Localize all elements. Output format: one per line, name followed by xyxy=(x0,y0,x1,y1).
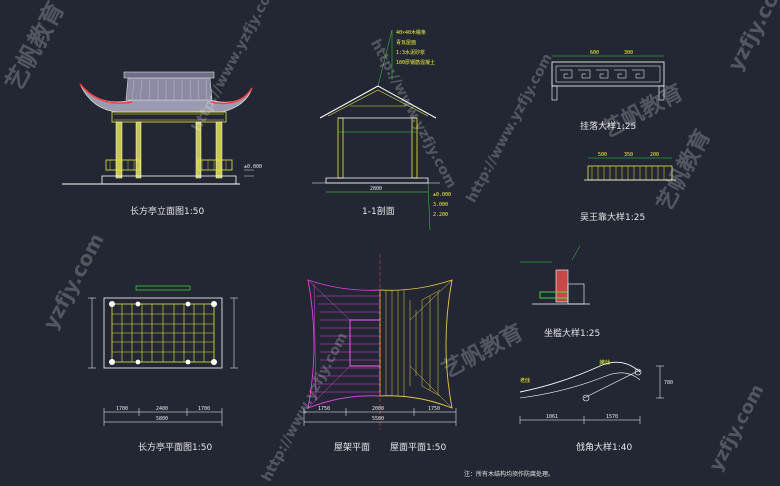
caption-hanging: 挂落大样1:25 xyxy=(580,120,636,132)
watermark-cn-4: 艺帆教育 xyxy=(438,319,528,383)
plan-dim-total: 5800 xyxy=(156,416,168,422)
section-note-2: 青瓦屋面 xyxy=(396,39,416,46)
plan-dim-2: 2400 xyxy=(156,406,168,412)
corner-note-1: 嫩戗 xyxy=(600,359,610,366)
bench-dim-3: 200 xyxy=(650,152,659,158)
watermark-cn-3: 艺帆教育 xyxy=(652,125,716,215)
corner-dim-2: 1570 xyxy=(606,414,618,420)
elev-level-label: ±0.000 xyxy=(244,164,262,170)
section-level-1: ±0.000 xyxy=(433,192,451,198)
plan-dim-1: 1700 xyxy=(116,406,128,412)
watermark-cn-2: 艺帆教育 xyxy=(598,79,688,143)
bench-dim-1: 500 xyxy=(598,152,607,158)
corner-drawing: 嫩戗 老戗 1061 1570 780 xyxy=(519,359,673,424)
plan-dim-3: 1700 xyxy=(198,406,210,412)
watermark-short-2: yzfjy.com xyxy=(723,0,780,75)
roof-dim-1: 1750 xyxy=(318,406,330,412)
caption-bench: 吴王靠大样1:25 xyxy=(580,211,645,223)
section-drawing: 2800 40×40木椽条 青瓦屋面 1:3水泥砂浆 100厚钢筋混凝土 ±0.… xyxy=(312,29,451,231)
caption-elevation: 长方亭立面图1:50 xyxy=(130,205,204,217)
bench-dim-2: 350 xyxy=(624,152,633,158)
corner-dim-side: 780 xyxy=(664,380,673,386)
roof-dim-total: 5500 xyxy=(372,416,384,422)
roof-plan-drawing: 1750 2000 1750 5500 xyxy=(303,254,457,430)
plan-drawing: 1700 2400 1700 5800 xyxy=(88,285,238,426)
hanging-dim-2: 300 xyxy=(624,50,633,56)
hanging-frieze-drawing: 600 300 xyxy=(551,50,665,101)
caption-roof: 屋面平面1:50 xyxy=(390,442,446,453)
section-level-2: 3.000 xyxy=(433,202,448,208)
caption-frame: 屋架平面 xyxy=(334,442,370,453)
watermark-short-3: yzfjy.com xyxy=(705,381,768,475)
roof-dim-3: 1750 xyxy=(428,406,440,412)
caption-note: 注：所有木结构均须作防腐处理。 xyxy=(464,470,554,478)
roof-dim-2: 2000 xyxy=(372,406,384,412)
section-note-4: 100厚钢筋混凝土 xyxy=(396,59,435,66)
watermark-cn-1: 艺帆教育 xyxy=(0,0,70,95)
section-note-3: 1:3水泥砂浆 xyxy=(396,49,425,56)
section-level-3: 2.200 xyxy=(433,212,448,218)
corner-dim-1: 1061 xyxy=(546,414,558,420)
hanging-dim-1: 600 xyxy=(590,50,599,56)
captions: 长方亭立面图1:50 1-1剖面 挂落大样1:25 吴王靠大样1:25 坐槛大样… xyxy=(130,120,645,478)
watermark-short-1: yzfjy.com xyxy=(38,229,109,333)
bench-drawing: 500 350 200 xyxy=(584,152,676,181)
elevation-drawing: ±0.000 xyxy=(62,71,262,185)
sill-drawing xyxy=(520,245,590,305)
corner-note-2: 老戗 xyxy=(520,377,530,384)
watermark-url-4: http://www.yzfjy.com xyxy=(259,330,351,484)
watermark-url-3: http://www.yzfjy.com xyxy=(464,51,556,205)
watermark-url-1: http://www.yzfjy.com xyxy=(189,0,281,134)
caption-sill: 坐槛大样1:25 xyxy=(544,327,600,339)
caption-section: 1-1剖面 xyxy=(362,205,395,217)
section-width-label: 2800 xyxy=(370,186,382,192)
section-note-1: 40×40木椽条 xyxy=(396,29,426,36)
caption-plan: 长方亭平面图1:50 xyxy=(138,441,212,453)
caption-corner: 戗角大样1:40 xyxy=(576,441,632,453)
